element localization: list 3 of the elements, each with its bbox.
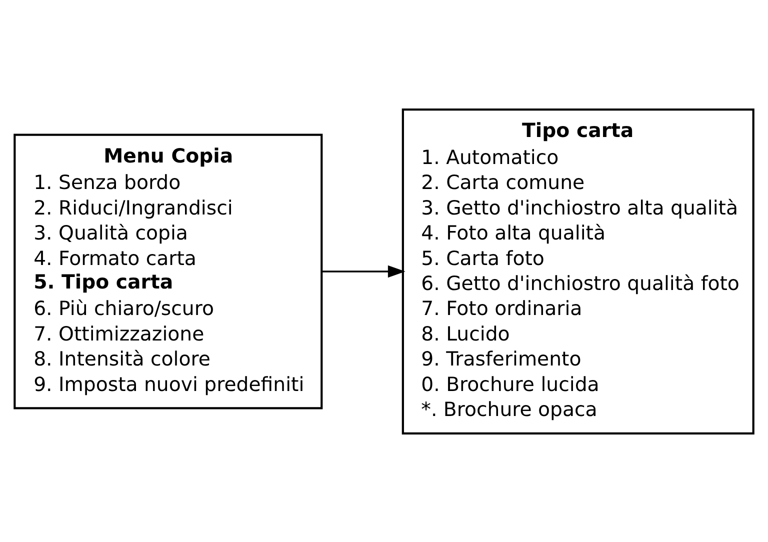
arrow — [322, 264, 406, 278]
node-box: Menu Copia 1. Senza bordo 2. Riduci/Ingrandisci 3. Qualità copia 4. Formato carta 5. Tipo carta 6. Più chiaro/scuro 7. Ottimizzazione 8. Intensità colore 9. Imposta nuovi predefiniti — [14, 133, 323, 409]
node-box: Tipo carta 1. Automatico 2. Carta comune 3. Getto d'inchiostro alta qualità 4. Foto alta qualità 5. Carta foto 6. Getto d'inchiostro qualità foto 7. Foto ordinaria 8. Lucido 9. Trasferimento 0. Brochure lucida *. Brochure opaca — [402, 108, 754, 434]
